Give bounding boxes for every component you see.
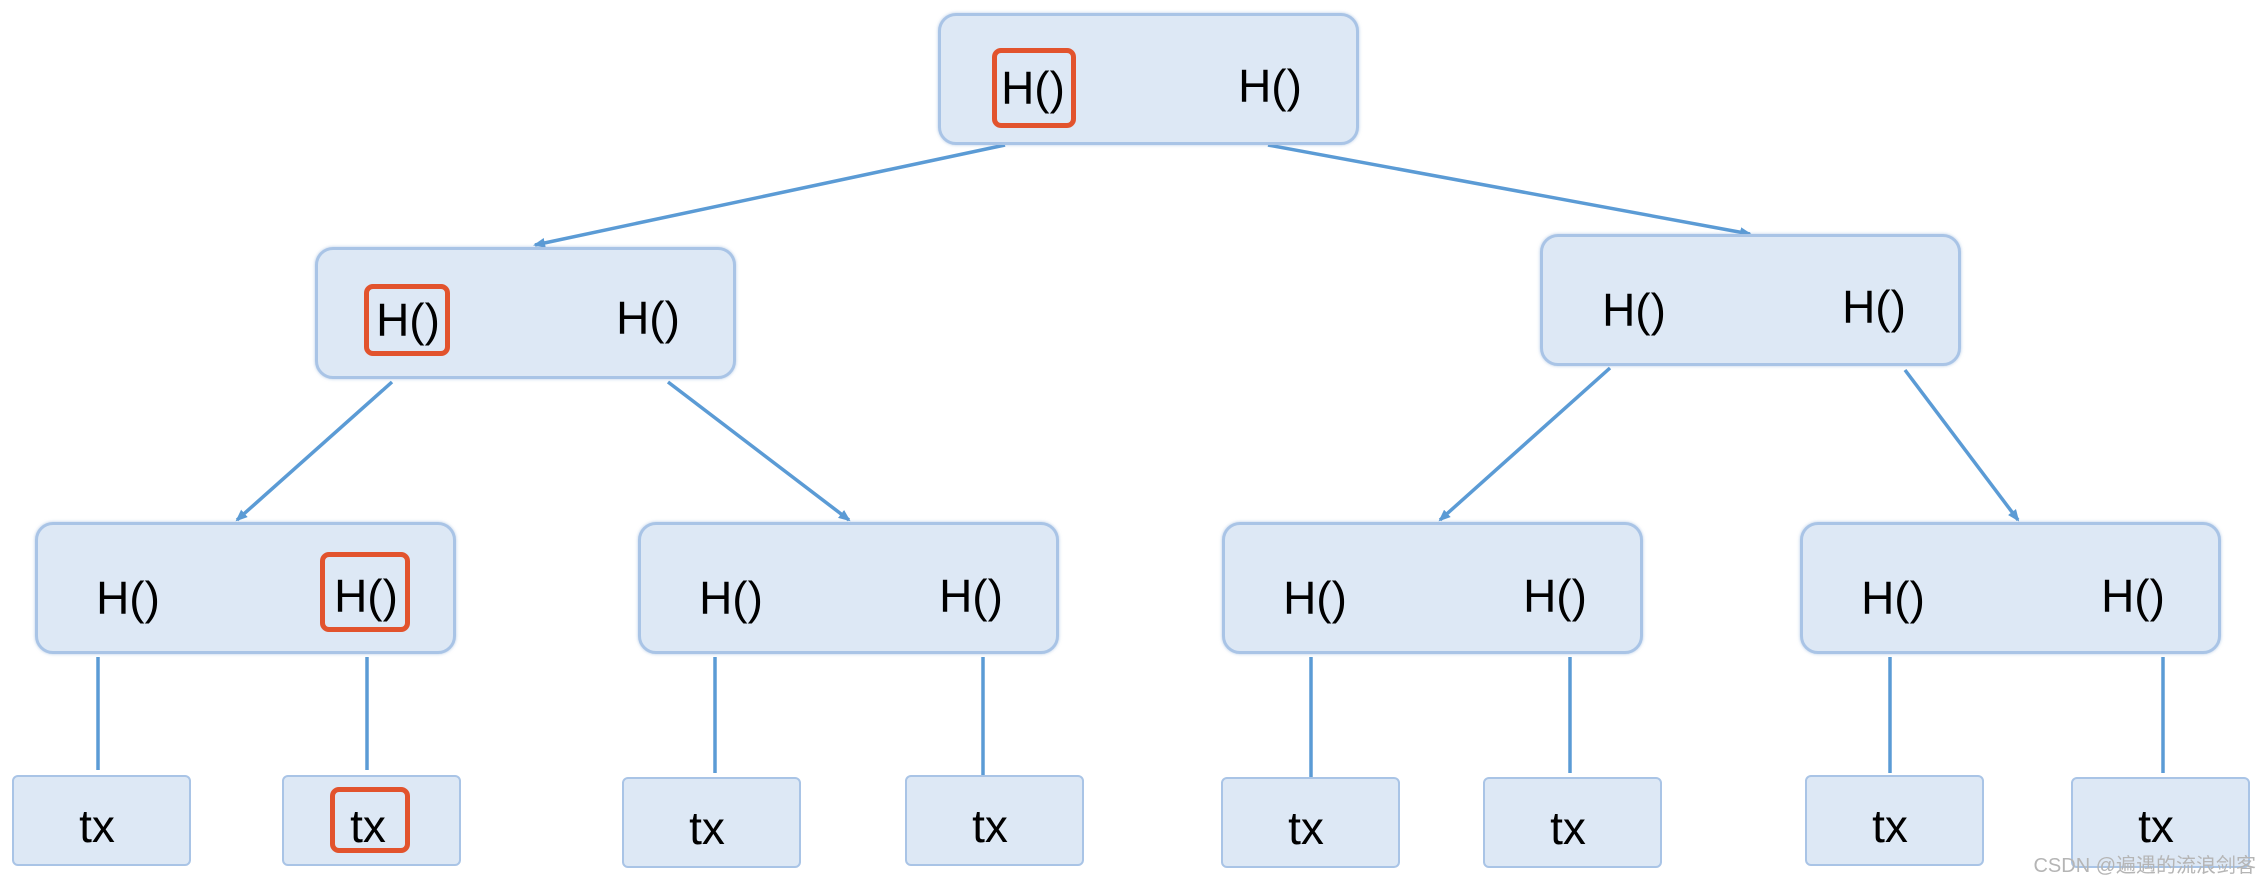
level1-left-left-highlight: [364, 284, 450, 356]
edge-l1a-to-l2b: [666, 380, 851, 522]
leaf-tx-2: [622, 777, 801, 868]
level2-b-left-hash: H(): [699, 572, 763, 624]
level1-right-node: [1540, 234, 1961, 366]
level1-left-node: [315, 247, 736, 379]
level2-node-c: [1222, 522, 1643, 654]
level2-node-a: [35, 522, 456, 654]
level2-a-right-hash: H(): [334, 570, 398, 622]
root-right-hash: H(): [1238, 60, 1302, 112]
leaf-tx-0: [12, 775, 191, 866]
edge-l1a-to-l2a: [235, 380, 394, 522]
leaf-tx-1-label: tx: [350, 800, 386, 852]
edge-root-to-l1b: [1267, 143, 1752, 238]
edge-root-to-l1a: [533, 143, 1006, 248]
edge-l1b-to-l2d: [1903, 368, 2020, 522]
level2-b-right-hash: H(): [939, 570, 1003, 622]
level1-right-left-hash: H(): [1602, 284, 1666, 336]
leaf-tx-3-label: tx: [972, 800, 1008, 852]
leaf-tx-1-highlight: [330, 787, 410, 853]
root-left-highlight: [992, 48, 1076, 128]
edge-l1b-to-l2c: [1438, 366, 1612, 522]
leaf-tx-4-label: tx: [1288, 802, 1324, 854]
leaf-tx-3: [905, 775, 1084, 866]
leaf-tx-0-label: tx: [79, 800, 115, 852]
leaf-tx-7-label: tx: [2138, 800, 2174, 852]
level1-left-left-hash: H(): [376, 294, 440, 346]
leaf-tx-6: [1805, 775, 1984, 866]
level2-a-left-hash: H(): [96, 572, 160, 624]
level2-node-b: [638, 522, 1059, 654]
level2-c-left-hash: H(): [1283, 572, 1347, 624]
level2-node-d: [1800, 522, 2221, 654]
leaf-tx-2-label: tx: [689, 802, 725, 854]
leaf-tx-5: [1483, 777, 1662, 868]
leaf-tx-4: [1221, 777, 1400, 868]
leaf-tx-6-label: tx: [1872, 800, 1908, 852]
leaf-tx-7: [2071, 777, 2250, 868]
level2-d-right-hash: H(): [2101, 570, 2165, 622]
level2-a-right-highlight: [320, 552, 410, 632]
watermark: CSDN @遍遇的流浪剑客: [2033, 855, 2256, 877]
level1-left-right-hash: H(): [616, 292, 680, 344]
level2-d-left-hash: H(): [1861, 572, 1925, 624]
level1-right-right-hash: H(): [1842, 281, 1906, 333]
level2-c-right-hash: H(): [1523, 570, 1587, 622]
root-left-hash: H(): [1001, 62, 1065, 114]
leaf-tx-5-label: tx: [1550, 802, 1586, 854]
